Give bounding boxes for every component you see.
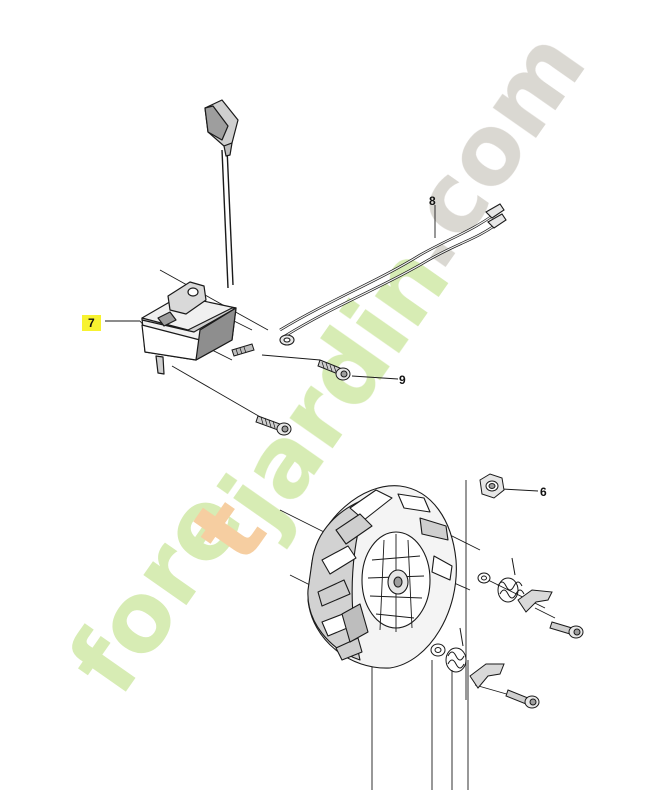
- callout-part-8: 8: [429, 194, 436, 208]
- screw-lower: [255, 415, 292, 436]
- flywheel-nut-part-6: [479, 473, 505, 499]
- screws: [231, 343, 351, 436]
- short-circuit-cable: [279, 203, 507, 346]
- pawl-assembly-upper: [477, 557, 584, 639]
- callout-part-6: 6: [540, 485, 547, 499]
- flywheel: [307, 485, 457, 669]
- watermark-text-dotcom: .com: [367, 11, 608, 288]
- screw-cable: [231, 343, 255, 357]
- leader-lines: [105, 205, 556, 790]
- callout-part-7: 7: [82, 315, 101, 331]
- pawl-assembly-lower: [430, 627, 540, 709]
- screw-part-9: [317, 359, 351, 381]
- ignition-coil: [141, 99, 239, 375]
- callout-part-9: 9: [399, 373, 406, 387]
